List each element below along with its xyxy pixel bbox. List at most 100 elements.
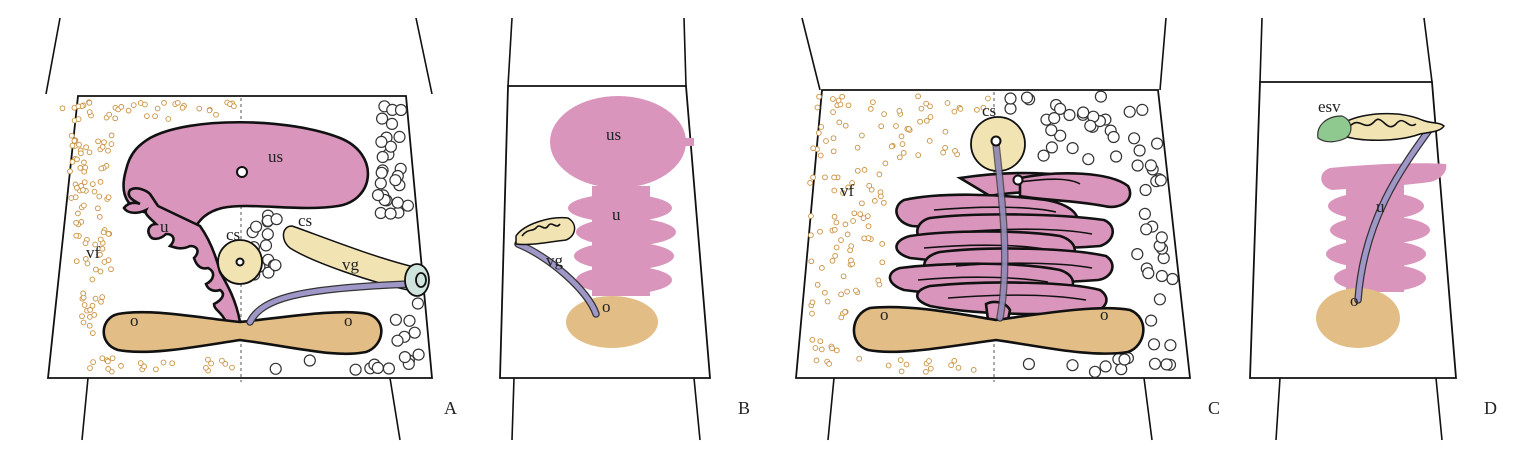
panel-a-label-o-1: o [130,311,139,330]
texture-dot [160,359,167,366]
texture-dot [403,314,416,327]
texture-dot [814,104,821,111]
texture-dot [878,123,885,130]
texture-dot [92,295,99,302]
texture-dot [1109,150,1123,163]
panel-d: esv u o D [1249,17,1497,441]
texture-dot [229,364,235,371]
texture-dot [75,116,82,122]
texture-dot [842,309,848,315]
panel-a-label-u: u [160,217,169,236]
texture-dot [807,180,813,186]
texture-dot [955,364,962,371]
texture-dot [952,147,958,154]
texture-dot [897,357,904,363]
texture-dot [98,298,104,305]
texture-dot [948,362,954,369]
texture-dot [844,288,850,295]
texture-dot [80,319,87,326]
texture-dot [71,137,78,144]
texture-dot [394,103,408,117]
texture-dot [851,210,858,217]
texture-dot [77,165,84,171]
texture-dot [951,357,958,364]
texture-dot [81,179,88,186]
texture-dot [231,103,237,110]
panel-b-letter: B [738,398,750,418]
texture-dot [900,150,907,156]
texture-dot [970,367,977,373]
texture-dot [833,244,840,251]
texture-dot [101,139,107,146]
texture-dot [1155,269,1169,283]
texture-dot [1022,357,1036,371]
texture-dot [1127,132,1141,145]
texture-dot [382,362,395,375]
texture-dot [83,144,89,151]
texture-dot [59,105,66,112]
panel-a-label-vg: vg [342,255,360,274]
texture-dot [96,214,103,220]
texture-dot [1140,223,1153,236]
texture-dot [82,240,89,247]
texture-dot [831,187,838,194]
texture-dot [866,182,873,189]
panel-c-spermatheca-pore [1012,174,1024,186]
texture-dot [879,241,886,247]
texture-dot [1004,92,1017,105]
texture-dot [91,188,98,195]
texture-dot [105,231,112,237]
texture-dot [96,193,103,200]
texture-dot [857,211,864,217]
texture-dot [899,141,906,147]
texture-dot [101,259,108,265]
texture-dot [72,194,79,201]
texture-dot [898,368,905,375]
texture-dot [809,299,816,306]
texture-dot [818,124,825,130]
texture-dot [859,200,865,207]
texture-dot [833,347,840,354]
texture-dot [850,218,856,224]
panel-d-ovary [1316,288,1400,348]
texture-dot [259,239,273,252]
texture-dot [393,130,406,143]
texture-dot [844,231,851,238]
texture-dot [840,190,846,196]
texture-dot [940,149,946,156]
texture-dot [810,145,817,152]
texture-dot [69,142,76,149]
texture-dot [818,346,825,353]
texture-dot [86,322,93,329]
texture-dot [830,135,837,142]
texture-dot [95,138,101,145]
panel-a-uterus-coil [122,187,242,324]
texture-dot [69,159,76,165]
texture-dot [1088,365,1102,378]
texture-dot [118,104,125,110]
texture-dot [980,104,987,111]
texture-dot [108,132,115,139]
panel-a-vaginal-duct [247,281,415,325]
texture-dot [819,265,825,271]
texture-dot [269,259,282,272]
panel-a-vaginal-gland [282,225,411,291]
texture-dot [842,122,849,129]
texture-dot [89,330,96,336]
texture-dot [944,100,951,106]
panel-c-yolk-field-right [1004,90,1179,378]
texture-dot [79,313,85,320]
texture-dot [206,107,213,114]
texture-dot [91,312,98,318]
texture-dot [868,186,875,193]
panel-a-yolk-field-left [59,99,237,375]
texture-dot [1131,248,1144,261]
panel-d-label-u: u [1376,197,1385,216]
texture-dot [1048,111,1061,125]
panel-b-lower-segment [511,377,515,441]
texture-dot [89,181,96,187]
panel-c-label-vf: vf [840,181,855,200]
texture-dot [95,205,101,212]
texture-dot [1155,231,1168,244]
